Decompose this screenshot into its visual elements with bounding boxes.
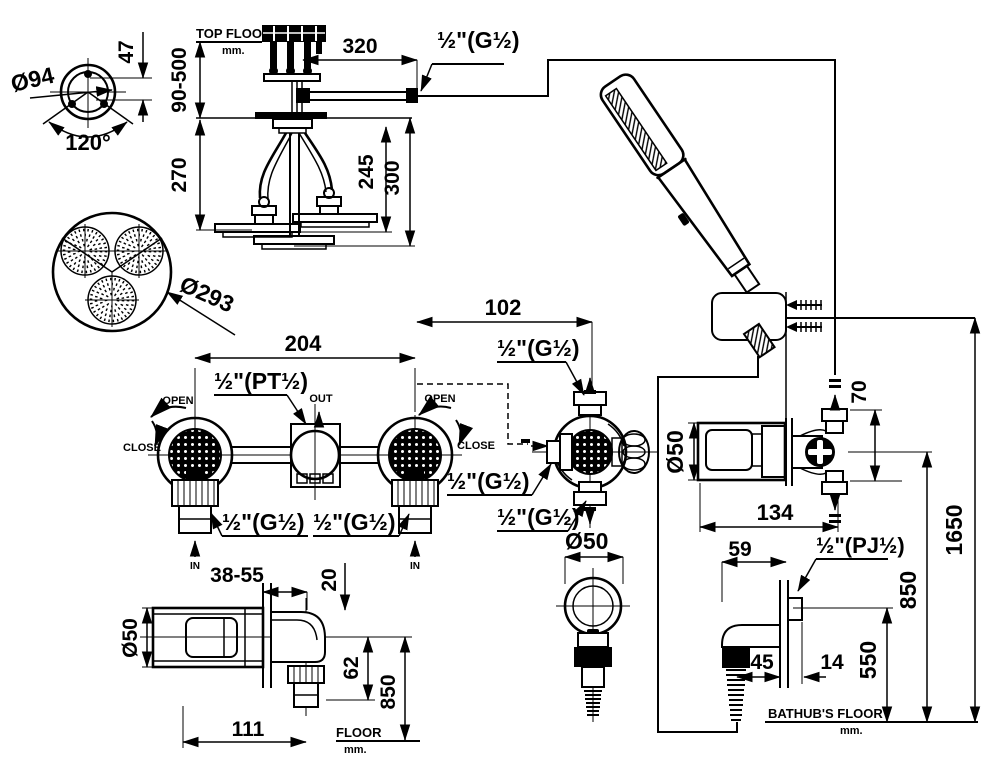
dim-dia-94: Ø94 bbox=[8, 62, 56, 97]
label-thread-outlet: ½"(PT½) bbox=[214, 368, 308, 394]
label-open-left: OPEN bbox=[162, 395, 193, 407]
label-in-left: IN bbox=[190, 561, 200, 572]
dim-111: 111 bbox=[232, 718, 265, 741]
outlet-front-view: Ø50 bbox=[556, 528, 630, 722]
dim-59: 59 bbox=[728, 538, 751, 561]
dim-dia-293: Ø293 bbox=[176, 271, 238, 318]
wall-screw bbox=[786, 322, 822, 332]
label-floor: FLOOR bbox=[336, 725, 382, 740]
label-close-right: CLOSE bbox=[457, 440, 495, 452]
dim-850-right: 850 bbox=[895, 571, 921, 609]
inlet-stem-left: IN bbox=[171, 471, 219, 572]
wall-screw bbox=[786, 300, 822, 310]
label-thread-section-left: ½"(G½) bbox=[447, 468, 529, 494]
inlet-stem-right: IN bbox=[391, 471, 439, 572]
right-valve-side-view: Ø50 70 134 bbox=[662, 379, 902, 533]
wall-outlet-view: 59 ½"(PJ½) 45 14 850 550 1650 bbox=[721, 317, 981, 737]
dim-102: 102 bbox=[485, 295, 522, 320]
label-top-floor: TOP FLOOR bbox=[196, 26, 272, 41]
label-in-right: IN bbox=[410, 561, 420, 572]
label-thread-wall: ½"(PJ½) bbox=[816, 533, 905, 558]
label-bathtub-floor-unit: mm. bbox=[840, 725, 863, 737]
label-open-right: OPEN bbox=[424, 393, 455, 405]
dim-90-500: 90-500 bbox=[168, 47, 191, 112]
dim-62: 62 bbox=[340, 656, 363, 679]
dim-14: 14 bbox=[820, 651, 844, 674]
label-thread-inlet-right: ½"(G½) bbox=[313, 509, 395, 535]
dim-dia-50-right: Ø50 bbox=[662, 430, 688, 473]
label-thread-section-top: ½"(G½) bbox=[497, 335, 579, 361]
dim-300: 300 bbox=[381, 160, 404, 195]
label-top-floor-unit: mm. bbox=[222, 45, 245, 57]
dim-dia-50-outlet: Ø50 bbox=[565, 528, 608, 554]
dim-47: 47 bbox=[115, 40, 138, 63]
dim-245: 245 bbox=[355, 154, 378, 189]
label-bathtub-floor: BATHUB'S FLOOR bbox=[768, 706, 883, 721]
hand-shower bbox=[599, 73, 975, 733]
ceiling-shower-view: TOP FLOOR mm. bbox=[168, 25, 836, 375]
mixer-front-view: OUT OPEN CLOSE OPEN CLOSE IN IN bbox=[123, 331, 495, 572]
dim-20: 20 bbox=[318, 568, 341, 591]
label-close-left: CLOSE bbox=[123, 442, 161, 454]
mixer-side-view: Ø50 38-55 20 62 850 111 FLOOR mm. bbox=[119, 563, 420, 756]
dim-550: 550 bbox=[855, 641, 881, 679]
dim-45: 45 bbox=[750, 651, 774, 674]
dim-134: 134 bbox=[757, 500, 794, 525]
detail-head-view: 47 Ø94 120° bbox=[8, 32, 152, 155]
label-thread-section-bottom: ½"(G½) bbox=[497, 504, 579, 530]
label-thread-inlet-left: ½"(G½) bbox=[222, 509, 304, 535]
shower-hose-route bbox=[657, 356, 759, 733]
dim-270: 270 bbox=[168, 157, 191, 192]
dim-1650: 1650 bbox=[941, 504, 967, 555]
label-thread-ceiling: ½"(G½) bbox=[437, 27, 519, 53]
dim-70: 70 bbox=[848, 380, 871, 403]
dim-320: 320 bbox=[342, 35, 377, 58]
dim-204: 204 bbox=[285, 331, 322, 356]
dim-dia-50-side: Ø50 bbox=[119, 618, 142, 658]
spray-plate-view: Ø293 bbox=[51, 211, 238, 336]
label-floor-unit: mm. bbox=[344, 744, 367, 756]
dim-850-side: 850 bbox=[377, 674, 400, 709]
mixer-section-view: 102 ½"(G½) ½"(G½) ½"(G½) bbox=[416, 295, 658, 532]
label-out: OUT bbox=[309, 393, 333, 405]
hand-shower-wand bbox=[599, 73, 761, 294]
dim-38-55: 38-55 bbox=[210, 564, 264, 587]
dim-angle-120: 120° bbox=[65, 130, 111, 155]
threaded-hose-connector bbox=[584, 686, 602, 716]
